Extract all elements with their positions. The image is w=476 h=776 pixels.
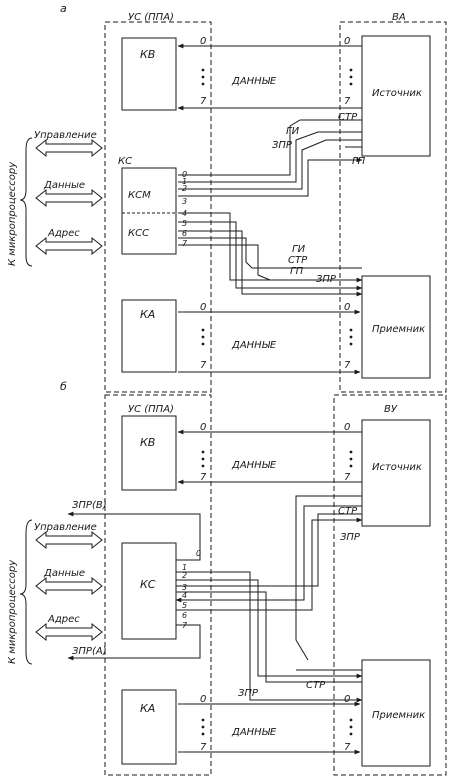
mp-arrows-b — [19, 519, 103, 665]
kc-ports-a: 0 1 2 3 4 5 6 7 — [182, 170, 188, 248]
kv-box-b — [121, 415, 177, 491]
svg-text:7: 7 — [182, 239, 188, 248]
bit7-b1: 7 — [200, 472, 207, 483]
kv-label-b: КВ — [140, 436, 155, 449]
bit7-a2: 7 — [344, 96, 351, 107]
svg-text:6: 6 — [182, 611, 187, 620]
svg-text:3: 3 — [182, 197, 187, 206]
svg-text:2: 2 — [182, 184, 187, 193]
zpr-b-label: ЗПР(В) — [72, 500, 107, 511]
bit0-a1: 0 — [200, 36, 206, 47]
svg-text:0: 0 — [196, 549, 201, 558]
uc-title-a: УС (ППА) — [128, 12, 174, 23]
panel-b-label: б — [60, 380, 67, 393]
bit0-b1: 0 — [200, 422, 206, 433]
mp-control-a: Управление — [34, 130, 97, 141]
receiver-box-a — [361, 275, 431, 379]
bit7-a3: 7 — [200, 360, 207, 371]
receiver-box-b — [361, 659, 431, 767]
bit0-b3: 0 — [200, 694, 206, 705]
svg-text:5: 5 — [182, 219, 187, 228]
kv-box-a — [121, 37, 177, 111]
zpr-b1: ЗПР — [340, 532, 361, 543]
ka-label-a: КА — [140, 308, 155, 321]
gi-a1: ГИ — [286, 126, 300, 137]
zpr-a1: ЗПР — [272, 140, 293, 151]
bit7-a1: 7 — [200, 96, 207, 107]
bit7-b2: 7 — [344, 472, 351, 483]
svg-text:4: 4 — [182, 591, 187, 600]
mp-side-a: К микропроцессору — [7, 161, 18, 266]
kc-label-b: КС — [140, 578, 156, 591]
svg-text:5: 5 — [182, 601, 187, 610]
bit0-a2: 0 — [344, 36, 350, 47]
gi-a2: ГИ — [292, 244, 306, 255]
data-bottom-b: ДАННЫЕ — [231, 727, 277, 738]
mp-control-b: Управление — [34, 522, 97, 533]
bit0-b4: 0 — [344, 694, 350, 705]
kcc-label: КСС — [128, 228, 149, 239]
vu-frame-b — [333, 394, 447, 776]
source-label-b: Источник — [372, 462, 422, 473]
bit7-b3: 7 — [200, 742, 207, 753]
ka-label-b: КА — [140, 702, 155, 715]
data-bottom-a: ДАННЫЕ — [231, 340, 277, 351]
svg-text:0: 0 — [182, 170, 187, 179]
mp-arrows-a — [19, 137, 103, 267]
svg-text:1: 1 — [182, 563, 187, 572]
mp-data-a: Данные — [43, 180, 85, 191]
uc-title-b: УС (ППА) — [128, 404, 174, 415]
ka-box-a — [121, 299, 177, 373]
svg-text:6: 6 — [182, 229, 187, 238]
bit0-a3: 0 — [200, 302, 206, 313]
ka-box-b — [121, 689, 177, 765]
zpr-a2: ЗПР — [316, 274, 337, 285]
mp-data-b: Данные — [43, 568, 85, 579]
mp-side-b: К микропроцессору — [7, 559, 18, 664]
bit0-a4: 0 — [344, 302, 350, 313]
svg-text:3: 3 — [182, 583, 187, 592]
svg-text:7: 7 — [182, 621, 188, 630]
uc-frame-a — [104, 21, 212, 393]
kc-box-b — [121, 542, 177, 640]
uc-frame-b — [104, 394, 212, 776]
str-b2: СТР — [306, 680, 326, 691]
kc-ports-b: 0 1 2 3 4 5 6 7 — [182, 549, 201, 630]
mp-address-b: Адрес — [47, 614, 80, 625]
kc-box-a — [121, 167, 177, 255]
zpr-b2: ЗПР — [238, 688, 259, 699]
str-a1: СТР — [338, 112, 358, 123]
kc-label-a: КС — [118, 156, 132, 167]
source-box-a — [361, 35, 431, 157]
source-label-a: Источник — [372, 88, 422, 99]
zpr-a-label: ЗПР(А) — [72, 646, 107, 657]
source-box-b — [361, 419, 431, 527]
mp-address-a: Адрес — [47, 228, 80, 239]
svg-text:4: 4 — [182, 209, 187, 218]
str-b1: СТР — [338, 506, 358, 517]
data-top-b: ДАННЫЕ — [231, 460, 277, 471]
vu-title: ВУ — [384, 404, 398, 415]
str-a2: СТР — [288, 255, 308, 266]
receiver-label-a: Приемник — [372, 324, 425, 335]
panel-a-label: а — [60, 2, 67, 15]
va-title: ВА — [392, 12, 406, 23]
gp-a1: ГП — [352, 156, 366, 167]
kv-label-a: КВ — [140, 48, 155, 61]
svg-text:1: 1 — [182, 177, 187, 186]
data-top-a: ДАННЫЕ — [231, 76, 277, 87]
receiver-label-b: Приемник — [372, 710, 425, 721]
kcm-label: КСМ — [128, 190, 151, 201]
gp-a2: ГП — [290, 266, 304, 277]
bit7-b4: 7 — [344, 742, 351, 753]
bit0-b2: 0 — [344, 422, 350, 433]
va-frame-a — [339, 21, 447, 393]
bit7-a4: 7 — [344, 360, 351, 371]
svg-text:2: 2 — [182, 571, 187, 580]
